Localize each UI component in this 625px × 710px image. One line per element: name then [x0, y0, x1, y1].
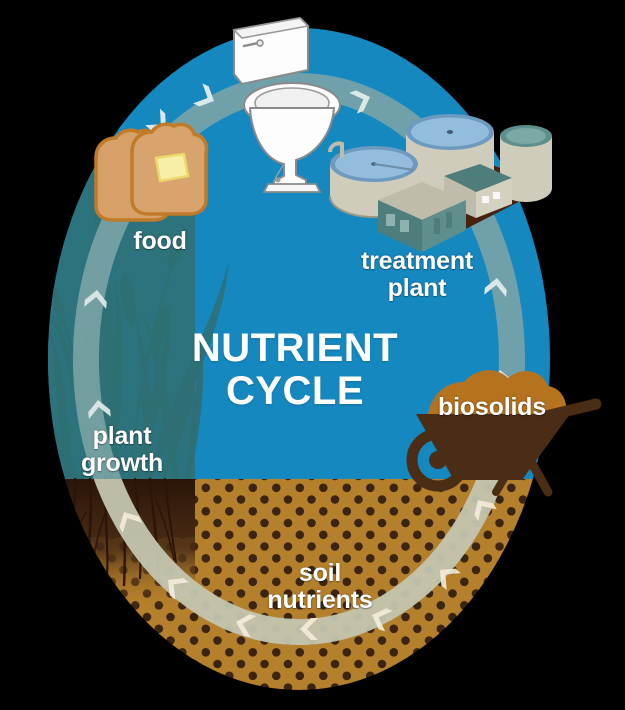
digester-tank: [500, 125, 552, 202]
butter-icon: [154, 152, 190, 183]
wastewater-treatment-plant-icon: [328, 114, 552, 252]
plant-building-roofed: [444, 164, 512, 218]
bread-slices-icon: [94, 122, 209, 222]
plant-building-front: [378, 182, 466, 252]
wheelbarrow-icon: [406, 370, 602, 497]
wheelbarrow-wheel: [406, 428, 470, 492]
biosolids-pile: [428, 370, 567, 414]
toilet-icon: [232, 17, 341, 193]
